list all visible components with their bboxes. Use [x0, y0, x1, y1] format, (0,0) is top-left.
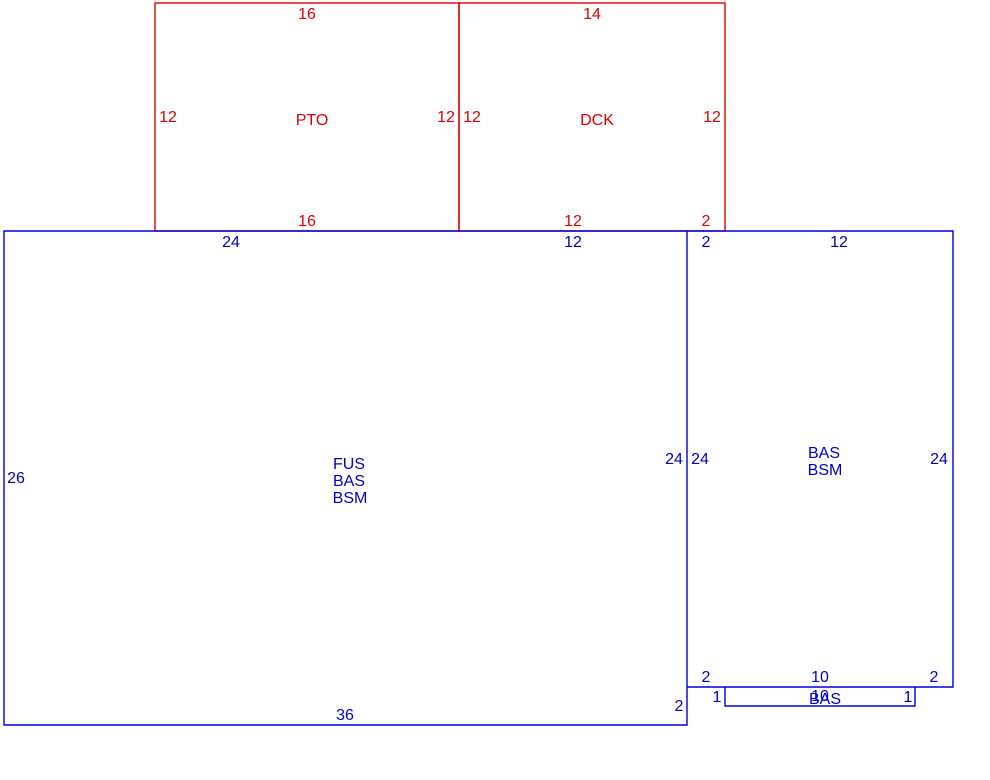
side-dim-bottom-c: 2 — [930, 669, 939, 686]
side-dim-top-a: 2 — [702, 234, 711, 251]
main-dim-right: 24 — [665, 451, 683, 468]
pto-dim-right: 12 — [437, 109, 455, 126]
main-code-1: FUS — [333, 456, 365, 473]
side-outline — [687, 230, 954, 688]
dck-dim-top: 14 — [583, 6, 601, 23]
main-dim-left: 26 — [7, 470, 25, 487]
side-dim-bottom-b: 10 — [811, 669, 829, 686]
main-outline — [3, 230, 688, 726]
main-dim-jog: 2 — [675, 698, 684, 715]
bump-dim-right: 1 — [904, 689, 913, 706]
side-dim-left: 24 — [691, 451, 709, 468]
bump-outline — [724, 687, 916, 707]
main-dim-top-b: 12 — [564, 234, 582, 251]
side-dim-top-b: 12 — [830, 234, 848, 251]
main-dim-top-a: 24 — [222, 234, 240, 251]
dck-dim-bottom-a: 12 — [564, 213, 582, 230]
dck-dim-right: 12 — [703, 109, 721, 126]
side-dim-right: 24 — [930, 451, 948, 468]
main-code-3: BSM — [333, 490, 368, 507]
side-code-2: BSM — [808, 462, 843, 479]
side-dim-bottom-a: 2 — [702, 669, 711, 686]
side-code-1: BAS — [808, 445, 840, 462]
pto-dim-left: 12 — [159, 109, 177, 126]
dck-dim-left: 12 — [463, 109, 481, 126]
dck-code: DCK — [580, 112, 614, 129]
bump-dim-left: 1 — [713, 689, 722, 706]
bump-dim-top: 10 — [811, 688, 829, 705]
main-dim-bottom: 36 — [336, 707, 354, 724]
bump-code: BAS — [809, 691, 841, 708]
main-code-2: BAS — [333, 473, 365, 490]
pto-dim-top: 16 — [298, 6, 316, 23]
pto-code: PTO — [296, 112, 329, 129]
pto-dim-bottom: 16 — [298, 213, 316, 230]
dck-dim-bottom-b: 2 — [702, 213, 711, 230]
